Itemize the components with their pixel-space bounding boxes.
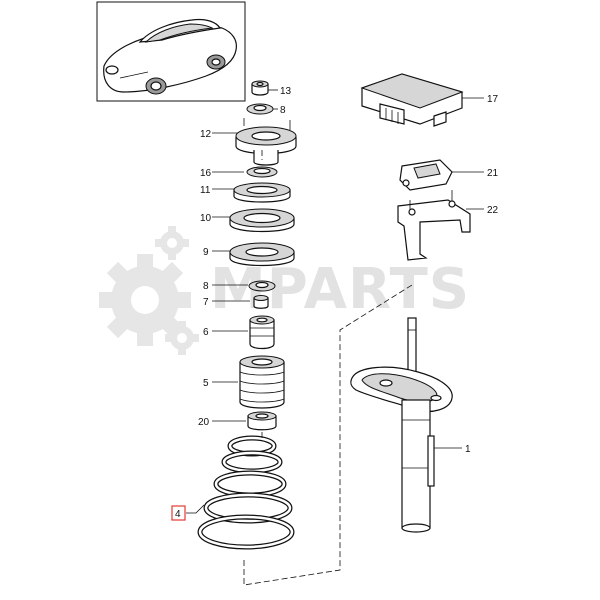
callout-8-lower: 8 bbox=[203, 281, 209, 292]
callout-5: 5 bbox=[203, 378, 209, 389]
leader-lines bbox=[186, 89, 484, 514]
part-17-control-module bbox=[360, 73, 464, 127]
callout-9: 9 bbox=[203, 247, 209, 258]
callout-4-highlight-box bbox=[171, 505, 186, 521]
part-10-spring-seat bbox=[229, 208, 295, 233]
assembly-dashed-lines bbox=[243, 150, 413, 586]
gear-icon-top bbox=[155, 226, 189, 260]
callout-labels: 13 8 12 16 11 10 9 8 7 6 5 20 4 17 21 22… bbox=[171, 86, 499, 521]
callout-16: 16 bbox=[200, 168, 212, 179]
gear-icon-bottom bbox=[165, 321, 199, 355]
part-22-bracket bbox=[397, 190, 471, 261]
callout-12: 12 bbox=[200, 129, 212, 140]
car-icon bbox=[103, 18, 237, 95]
part-5-dust-boot bbox=[239, 355, 285, 409]
callout-13: 13 bbox=[280, 86, 292, 97]
callout-20: 20 bbox=[198, 417, 210, 428]
callout-7: 7 bbox=[203, 297, 209, 308]
callout-6: 6 bbox=[203, 327, 209, 338]
callout-10: 10 bbox=[200, 213, 212, 224]
callout-17: 17 bbox=[487, 94, 499, 105]
callout-22: 22 bbox=[487, 205, 499, 216]
part-6-bump-stop bbox=[249, 315, 275, 350]
part-21-sensor bbox=[399, 159, 453, 191]
part-16-ring bbox=[246, 166, 278, 178]
part-8-washer-lower bbox=[248, 280, 276, 292]
part-7-bushing bbox=[253, 295, 269, 309]
callout-4: 4 bbox=[175, 509, 181, 520]
part-8-washer-top bbox=[246, 103, 274, 115]
watermark-text: MPARTS bbox=[210, 257, 470, 322]
part-11-bearing bbox=[233, 182, 291, 203]
callout-1: 1 bbox=[465, 444, 471, 455]
watermark-logo: MPARTS bbox=[99, 226, 470, 355]
part-1-strut bbox=[350, 317, 453, 533]
vehicle-thumbnail bbox=[96, 1, 246, 102]
gear-icon-large bbox=[99, 254, 191, 346]
callout-8-upper: 8 bbox=[280, 105, 286, 116]
part-4-coil-spring bbox=[197, 435, 295, 550]
callout-11: 11 bbox=[200, 185, 211, 196]
part-12-top-mount bbox=[235, 118, 297, 166]
part-9-spring-pad bbox=[229, 242, 295, 267]
part-20-spacer bbox=[247, 411, 277, 431]
callout-21: 21 bbox=[487, 168, 499, 179]
part-13-nut bbox=[251, 80, 269, 96]
